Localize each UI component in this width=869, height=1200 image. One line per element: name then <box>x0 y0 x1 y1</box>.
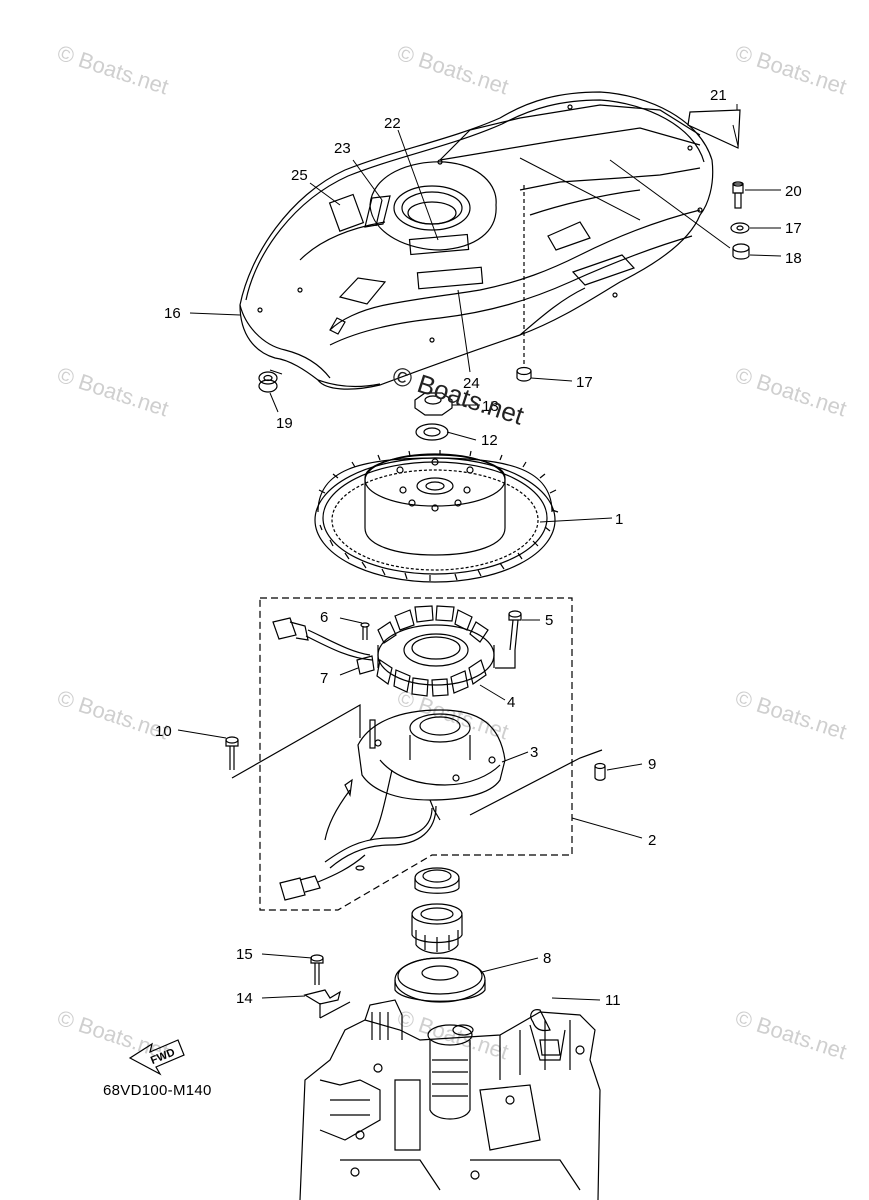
bolt-5 <box>508 610 522 651</box>
callout-18: 18 <box>785 250 802 267</box>
grommet-17-lower <box>516 366 532 382</box>
callout-10: 10 <box>155 723 172 740</box>
screw-6 <box>360 622 370 640</box>
callout-8: 8 <box>543 950 551 967</box>
stator-coil <box>376 605 495 697</box>
callout-20: 20 <box>785 183 802 200</box>
stator-assembly-box <box>259 597 573 911</box>
stator-connector <box>272 617 373 661</box>
callout-5: 5 <box>545 612 553 629</box>
diagram-code: 68VD100-M140 <box>103 1082 212 1099</box>
callout-2: 2 <box>648 832 656 849</box>
callout-22: 22 <box>384 115 401 132</box>
bolt-10 <box>225 736 239 770</box>
callout-24: 24 <box>463 375 480 392</box>
clamp-7 <box>356 655 375 675</box>
drive-collar <box>411 867 463 954</box>
grommet-19 <box>258 371 278 393</box>
callout-1: 1 <box>615 511 623 528</box>
nut-13 <box>414 392 453 416</box>
callout-12: 12 <box>481 432 498 449</box>
callout-17: 17 <box>785 220 802 237</box>
callout-23: 23 <box>334 140 351 157</box>
callout-21: 21 <box>710 87 727 104</box>
callout-15: 15 <box>236 946 253 963</box>
fwd-arrow-icon <box>128 1039 185 1076</box>
callout-13: 13 <box>482 398 499 415</box>
bracket-14 <box>303 989 341 1005</box>
bolt-15 <box>310 954 324 985</box>
washer-12 <box>415 423 449 441</box>
flywheel <box>314 450 559 583</box>
callout-11: 11 <box>605 992 621 1009</box>
callout-14: 14 <box>236 990 253 1007</box>
callout-17-lower: 17 <box>576 374 593 391</box>
callout-7: 7 <box>320 670 328 687</box>
stator-base <box>357 709 506 821</box>
plate-8 <box>394 957 486 1003</box>
callout-16: 16 <box>164 305 181 322</box>
stator-wire-harness <box>279 769 437 901</box>
callout-25: 25 <box>291 167 308 184</box>
callout-3: 3 <box>530 744 538 761</box>
decal-plate <box>687 109 741 149</box>
bolt-20 <box>732 181 744 209</box>
callout-6: 6 <box>320 609 328 626</box>
powerhead <box>299 999 601 1200</box>
washer-17-top <box>730 222 750 234</box>
callout-9: 9 <box>648 756 656 773</box>
grommet-18 <box>732 243 750 260</box>
callout-4: 4 <box>507 694 515 711</box>
dowel-pin-9 <box>594 762 606 781</box>
flywheel-cover <box>239 91 714 390</box>
callout-19: 19 <box>276 415 293 432</box>
